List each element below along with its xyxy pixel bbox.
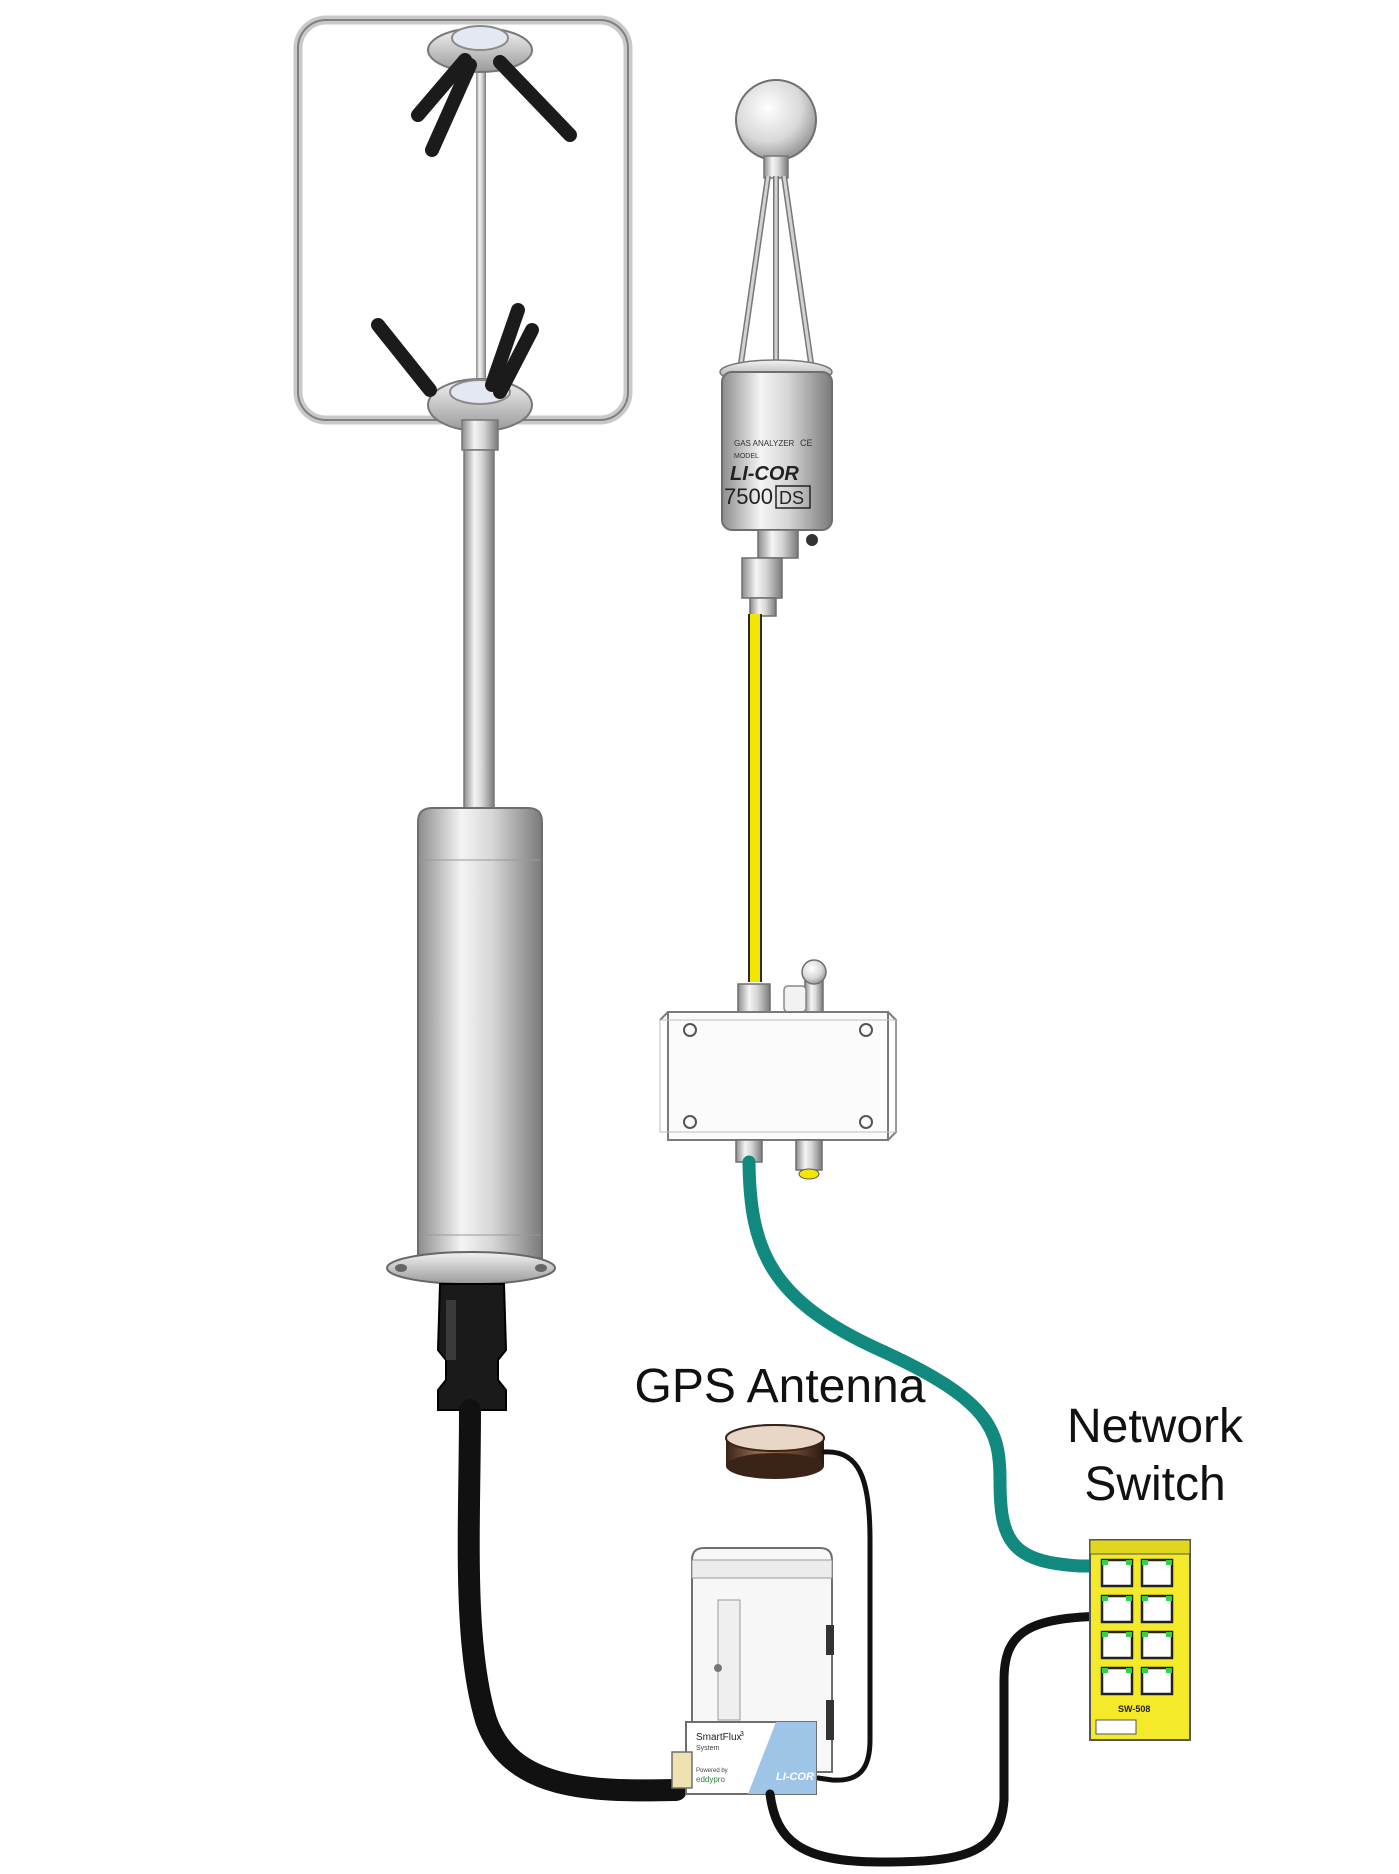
switch-port-leds (1102, 1560, 1172, 1673)
smartflux-eddypro-logo: eddypro (696, 1775, 725, 1784)
analyzer-sensor-head (735, 79, 817, 161)
network-switch-label-line-2: Switch (1084, 1458, 1226, 1511)
top-transducer-arms (411, 53, 577, 157)
analyzer-cable (748, 614, 762, 982)
svg-text:MODEL: MODEL (734, 453, 759, 460)
network-switch-label: Network Switch (1010, 1398, 1300, 1514)
smartflux-name: SmartFlux (696, 1732, 742, 1743)
smartflux-logger: SmartFlux 3 System Powered by eddypro LI… (671, 1547, 834, 1795)
anemometer-flange (386, 1251, 556, 1285)
svg-text:CE: CE (800, 438, 813, 448)
switch-ports (1100, 1558, 1174, 1696)
analyzer-model-label: 7500 (724, 484, 773, 509)
smartflux-subtitle: System (696, 1745, 720, 1752)
svg-text:GAS ANALYZER: GAS ANALYZER (734, 439, 795, 448)
smartflux-brand-logo: LI-COR (776, 1771, 814, 1783)
anemometer-cable (457, 1399, 687, 1802)
analyzer-ds-label: DS (779, 488, 804, 508)
sonic-anemometer (293, 15, 633, 1411)
anemometer-post (463, 449, 495, 811)
smartflux-switch-cable (765, 1611, 1123, 1867)
gas-analyzer: GAS ANALYZER MODEL CE LI-COR 7500 DS (719, 79, 833, 617)
anemometer-electronics-cylinder (417, 807, 543, 1259)
smartflux-powered-by: Powered by (696, 1768, 728, 1774)
switch-model-label: SW-508 (1118, 1704, 1150, 1714)
bottom-transducer-arms (371, 303, 539, 399)
network-switch-label-line-1: Network (1066, 1400, 1244, 1453)
network-switch: SW-508 (1089, 1539, 1191, 1741)
anemometer-center-rod (476, 60, 486, 400)
analyzer-brand-logo: LI-COR (730, 463, 799, 485)
smartflux-side-connector (671, 1751, 693, 1789)
ethernet-cable (742, 1155, 1122, 1573)
gps-antenna-label: GPS Antenna (634, 1360, 926, 1413)
smartflux-version: 3 (740, 1731, 744, 1738)
junction-box (659, 959, 897, 1180)
gps-antenna (725, 1424, 825, 1479)
gps-cable (815, 1449, 873, 1783)
